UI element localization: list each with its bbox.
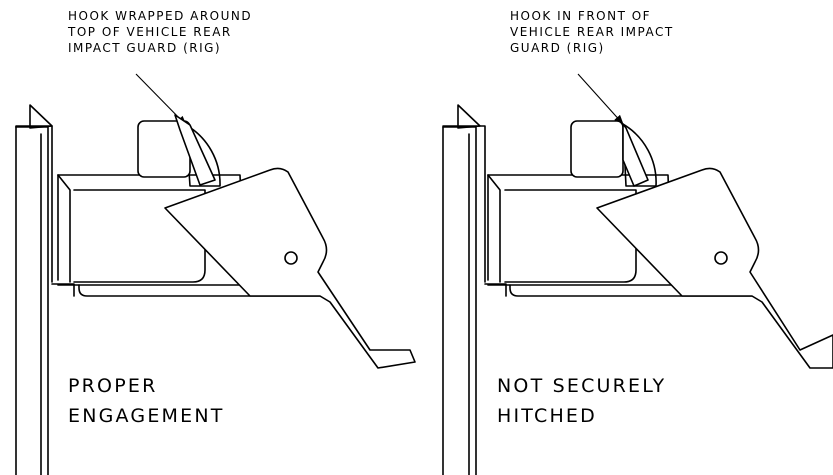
callout-leader-arrow [577,73,624,125]
status-label-line-1: PROPER [68,375,157,397]
hook-assembly [137,114,416,369]
callout-line-2: VEHICLE REAR IMPACT [510,25,674,39]
hook-tip [622,123,649,187]
status-label-line-1: NOT SECURELY [497,375,666,397]
callout-line-3: GUARD (RIG) [510,41,605,55]
hook-tip [174,114,216,186]
callout-line-3: IMPACT GUARD (RIG) [68,41,221,55]
hook-arm [596,167,833,369]
hook-pivot-pin [714,251,728,265]
post-top-flap [29,104,53,129]
callout-line-2: TOP OF VEHICLE REAR [67,25,232,39]
hook-assembly [570,120,833,369]
callout-line-1: HOOK WRAPPED AROUND [68,9,252,23]
rig-top-block [570,120,624,178]
hook-pivot-pin [284,251,298,265]
trailer-rear-post [15,104,75,475]
status-label-line-2: ENGAGEMENT [68,405,225,427]
status-label-line-2: HITCHED [497,405,597,427]
post-top-flap [457,104,481,129]
callout-line-1: HOOK IN FRONT OF [510,9,651,23]
panel-proper-engagement: HOOK WRAPPED AROUND TOP OF VEHICLE REAR … [15,9,416,475]
panel-not-securely-hitched: HOOK IN FRONT OF VEHICLE REAR IMPACT GUA… [442,9,833,475]
hook-swing-arc [185,124,221,187]
trailer-rear-post [442,104,507,475]
hook-arm [164,167,416,369]
